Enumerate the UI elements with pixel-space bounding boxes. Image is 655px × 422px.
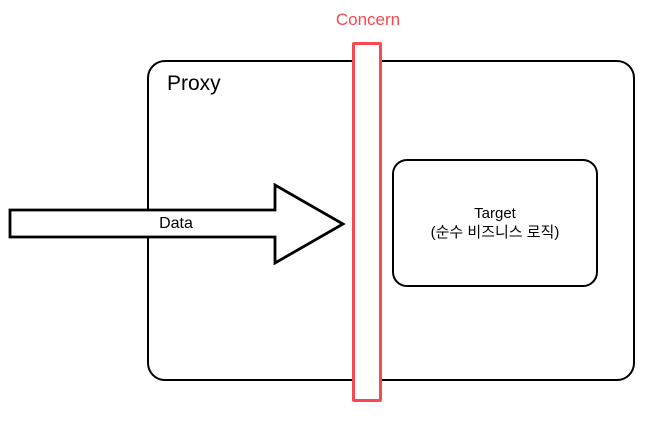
concern-label: Concern [335, 10, 401, 29]
proxy-label: Proxy [167, 72, 221, 95]
target-box: Target (순수 비즈니스 로직) [392, 159, 598, 287]
target-sublabel: (순수 비즈니스 로직) [430, 224, 560, 241]
data-arrow [8, 182, 346, 266]
data-label: Data [159, 215, 193, 232]
concern-bar [352, 42, 382, 402]
target-label: Target [474, 205, 516, 222]
target-text: Target (순수 비즈니스 로직) [431, 204, 560, 242]
data-arrow-shape [8, 182, 346, 266]
